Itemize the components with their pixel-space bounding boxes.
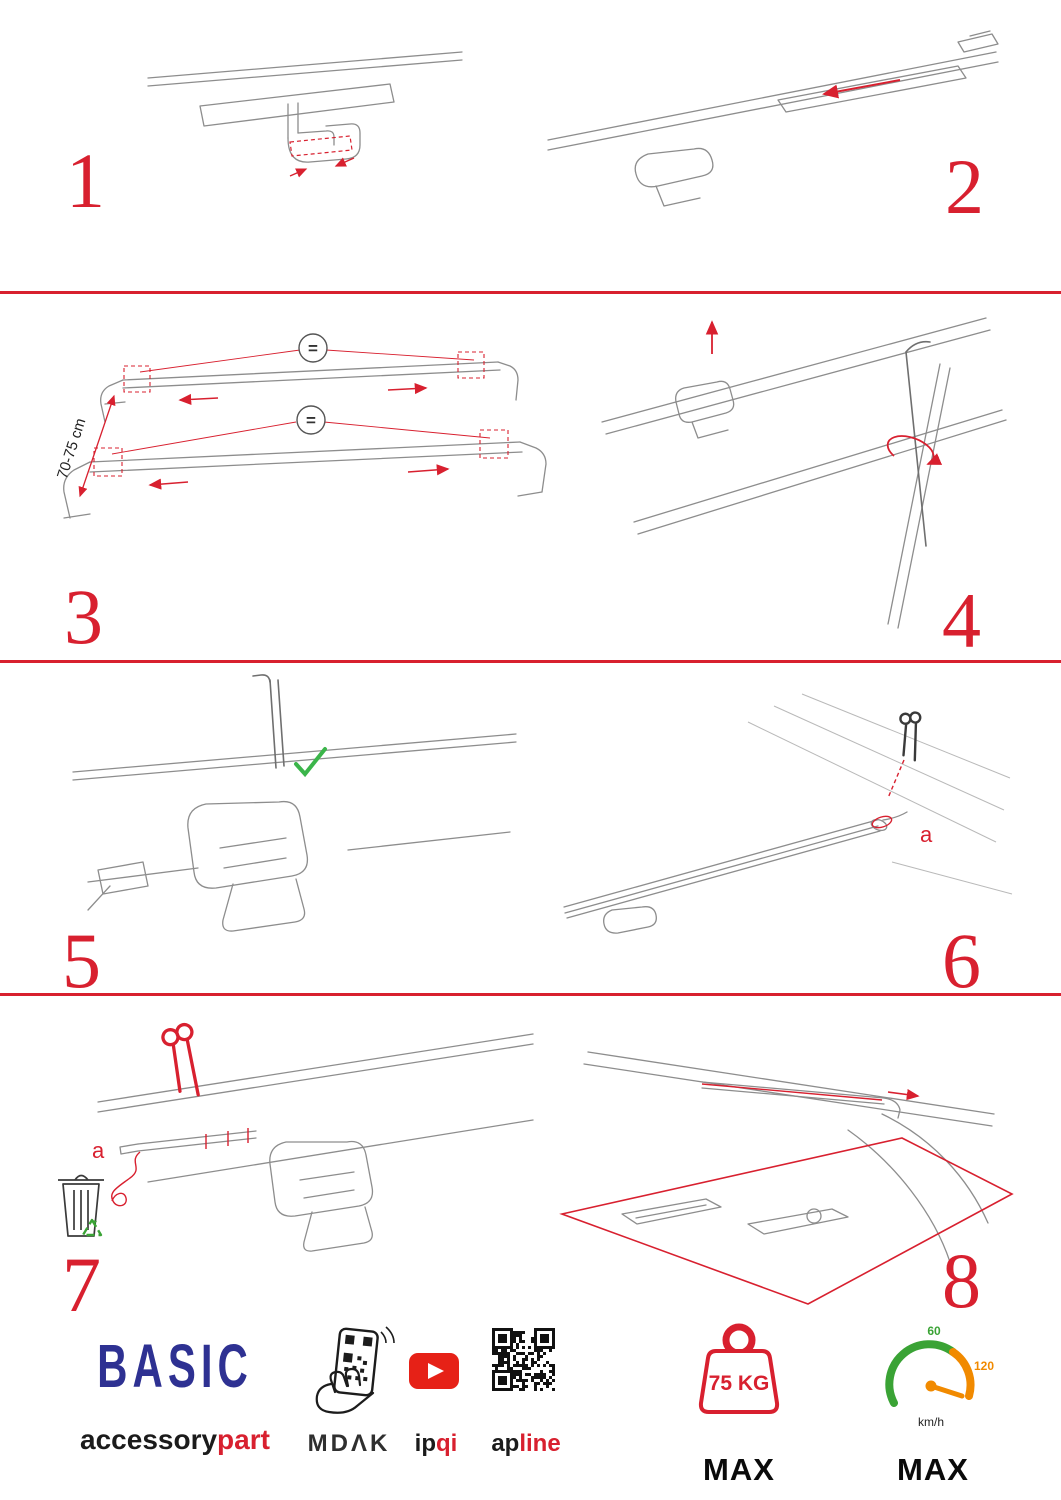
partner-apline: apline — [478, 1430, 574, 1458]
cut-line — [887, 759, 905, 799]
speed-tick-high: 120 — [974, 1359, 994, 1373]
step-8-drawing — [559, 1051, 1014, 1305]
hook-rod — [252, 674, 285, 769]
cut-label: a — [920, 822, 933, 847]
step-7-number: 7 — [62, 1241, 101, 1328]
step-6-drawing: a — [563, 693, 1013, 934]
youtube-icon — [409, 1353, 459, 1389]
step-7-drawing: a — [58, 1022, 534, 1252]
section-divider — [0, 993, 1061, 996]
weight-max-label: MAX — [703, 1452, 775, 1487]
partner-ipqi: ipqi — [404, 1430, 468, 1458]
section-divider — [0, 660, 1061, 663]
scissors-icon — [899, 711, 922, 762]
step-5-number: 5 — [62, 917, 101, 1004]
discard-squiggle — [111, 1151, 141, 1207]
allen-key-icon — [905, 340, 931, 547]
recycle-icon — [81, 1218, 103, 1237]
partner-mdak: MDΛK — [307, 1430, 391, 1457]
check-icon — [294, 747, 327, 778]
step-4-drawing — [601, 317, 1007, 629]
partner-ipqi-red: qi — [436, 1430, 458, 1457]
rotate-arrow — [886, 435, 943, 465]
speed-limit-icon: 60 120 km/h — [885, 1324, 994, 1429]
strip-channel-line — [701, 1083, 883, 1101]
step-4-number: 4 — [942, 577, 981, 664]
step-2-number: 2 — [945, 143, 984, 230]
equal-badge-bottom: = — [296, 405, 326, 435]
partner-apline-dark: ap — [491, 1430, 520, 1457]
step-6-number: 6 — [942, 917, 981, 1004]
step-2-drawing — [547, 30, 999, 207]
speed-max-label: MAX — [897, 1452, 969, 1487]
clamp-plate-highlight — [289, 135, 353, 157]
brand-wordmark: accessorypart — [70, 1424, 280, 1456]
slide-arrow — [822, 79, 901, 99]
hand-icon — [315, 1367, 375, 1414]
cut-marks — [205, 1128, 249, 1149]
speed-unit: km/h — [918, 1415, 944, 1429]
strip-end-highlight — [871, 815, 893, 829]
equal-badge-top: = — [298, 333, 328, 363]
weight-limit-icon: 75 KG — [698, 1323, 780, 1414]
step-3-number: 3 — [64, 573, 103, 660]
section-divider — [0, 291, 1061, 294]
weight-value: 75 KG — [709, 1372, 770, 1395]
brand-word-dark: accessory — [80, 1424, 218, 1455]
area-highlight — [559, 1137, 1014, 1305]
step-5-drawing — [72, 674, 517, 932]
svg-text:=: = — [306, 411, 316, 430]
step-3-drawing: = = 70-75 cm — [54, 333, 547, 519]
cut-label: a — [92, 1138, 105, 1163]
scissors-icon — [161, 1022, 200, 1097]
partner-ipqi-dark: ip — [414, 1430, 436, 1457]
partner-apline-red: line — [519, 1430, 561, 1457]
phone-qr-scan-icon — [315, 1326, 395, 1414]
brand-logo: BASIC — [97, 1332, 253, 1401]
svg-text:70-75 cm: 70-75 cm — [54, 416, 89, 481]
svg-text:=: = — [308, 339, 318, 358]
trash-bin-icon — [58, 1174, 104, 1237]
step-1-drawing — [147, 51, 463, 178]
step-1-number: 1 — [66, 137, 105, 224]
speed-tick-low: 60 — [927, 1324, 941, 1338]
step-8-number: 8 — [942, 1237, 981, 1324]
qr-code — [492, 1328, 555, 1391]
brand-word-red: part — [217, 1424, 270, 1455]
dimension-70-75: 70-75 cm — [54, 394, 116, 498]
